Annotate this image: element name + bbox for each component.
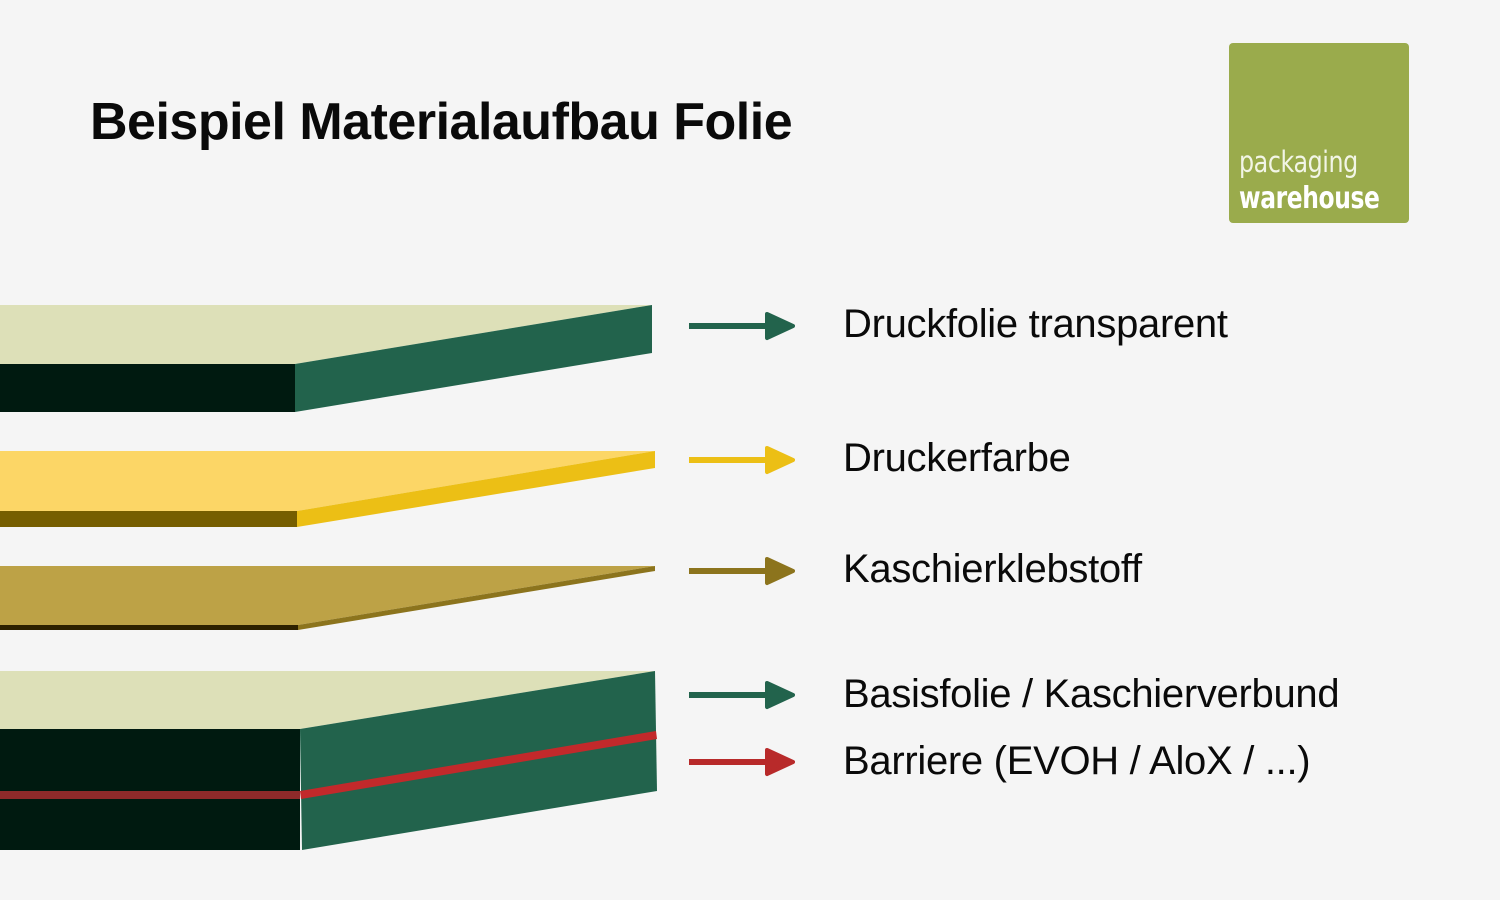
logo-text-warehouse: warehouse: [1239, 181, 1380, 216]
label-barriere: Barriere (EVOH / AloX / ...): [843, 739, 1311, 783]
arrow-right-icon: [689, 446, 795, 474]
layer-basisfolie: [0, 671, 657, 850]
layer-kaschierklebstoff: [0, 566, 655, 630]
layer-druckfolie: [0, 305, 652, 412]
arrow-right-icon: [689, 748, 795, 776]
label-kaschierklebstoff: Kaschierklebstoff: [843, 547, 1142, 591]
packaging-warehouse-logo: packaging warehouse: [1229, 43, 1409, 223]
logo-text-packaging: packaging: [1239, 145, 1358, 179]
arrow-right-icon: [689, 681, 795, 709]
layer-barriere-stripe: [0, 731, 657, 799]
arrow-right-icon: [689, 557, 795, 585]
label-basisfolie: Basisfolie / Kaschierverbund: [843, 672, 1340, 716]
label-druckerfarbe: Druckerfarbe: [843, 436, 1071, 480]
arrow-right-icon: [689, 312, 795, 340]
label-druckfolie: Druckfolie transparent: [843, 302, 1228, 346]
layer-druckerfarbe: [0, 451, 655, 527]
page-title: Beispiel Materialaufbau Folie: [90, 93, 793, 151]
